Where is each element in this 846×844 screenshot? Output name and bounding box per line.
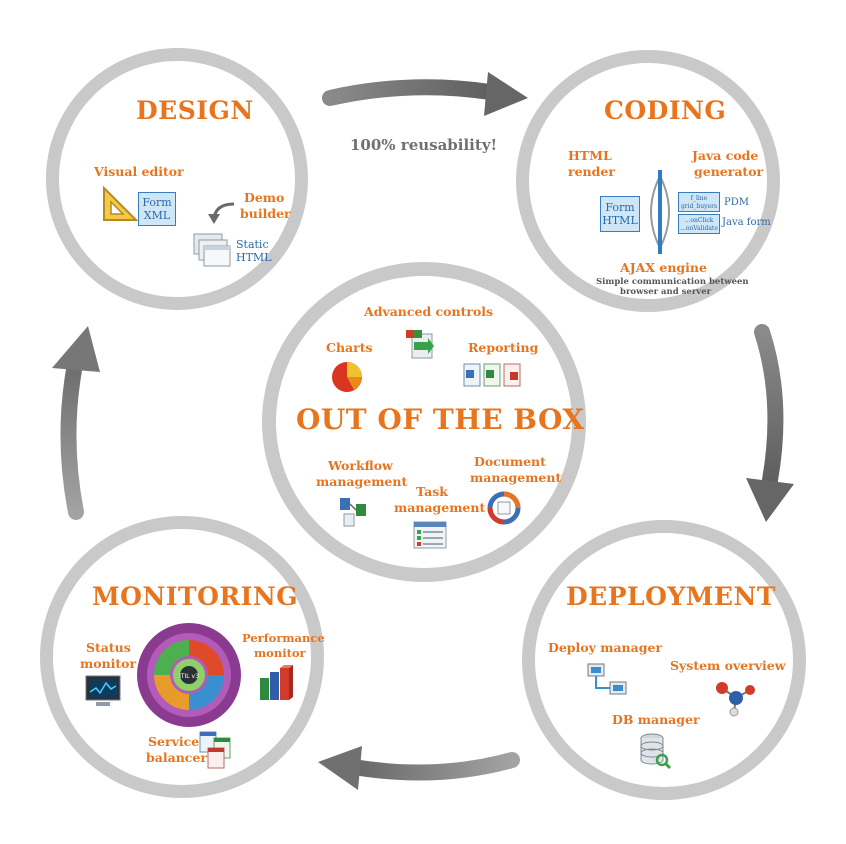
form-xml-line2: XML bbox=[143, 209, 171, 222]
monitoring-title: MONITORING bbox=[92, 582, 299, 611]
windows-stack-icon bbox=[193, 233, 231, 267]
html-render-line2: render bbox=[568, 164, 615, 179]
document-management-icon bbox=[487, 491, 521, 525]
visual-editor-label: Visual editor bbox=[94, 164, 184, 179]
ajax-desc-line1: Simple communication between bbox=[596, 277, 749, 287]
pie-chart-icon bbox=[332, 362, 362, 392]
balancer-windows-icon bbox=[199, 731, 231, 769]
pdm-label: PDM bbox=[724, 197, 749, 208]
performance-monitor-line1: Performance bbox=[242, 631, 325, 645]
static-html-line2: HTML bbox=[236, 251, 272, 264]
code-box-bottom: ...onClick ...onValidate bbox=[678, 214, 720, 234]
db-manager-label: DB manager bbox=[612, 712, 700, 727]
divider-bar bbox=[658, 170, 662, 254]
form-html-line2: HTML bbox=[602, 214, 638, 227]
form-html-line1: Form bbox=[605, 201, 635, 214]
form-xml-line1: Form bbox=[142, 196, 172, 209]
form-xml-box: Form XML bbox=[138, 192, 176, 226]
code-line1: f_line bbox=[690, 195, 708, 202]
task-list-icon bbox=[413, 521, 447, 549]
performance-monitor-line2: monitor bbox=[254, 646, 306, 660]
demo-builder-line2: builder bbox=[240, 206, 291, 221]
form-html-box: Form HTML bbox=[600, 196, 640, 232]
database-icon bbox=[640, 733, 672, 770]
arrow-design-to-coding bbox=[322, 72, 528, 116]
triangle-ruler-icon bbox=[103, 185, 139, 221]
static-html-line1: Static bbox=[236, 238, 269, 251]
design-title: DESIGN bbox=[136, 96, 254, 125]
code-line4: ...onValidate bbox=[680, 225, 718, 232]
status-monitor-line2: monitor bbox=[80, 656, 137, 671]
task-line2: management bbox=[394, 500, 486, 515]
deployment-title: DEPLOYMENT bbox=[566, 582, 776, 611]
workflow-line2: management bbox=[316, 474, 408, 489]
deploy-manager-label: Deploy manager bbox=[548, 640, 663, 655]
charts-label: Charts bbox=[326, 340, 373, 355]
reporting-label: Reporting bbox=[468, 340, 539, 355]
curved-arrow-icon bbox=[208, 202, 235, 224]
advanced-controls-label: Advanced controls bbox=[364, 304, 494, 319]
workflow-line1: Workflow bbox=[328, 458, 393, 473]
service-balancer-line1: Service bbox=[148, 734, 200, 749]
sync-arrows-icon bbox=[650, 175, 670, 249]
html-render-line1: HTML bbox=[568, 148, 612, 163]
ajax-desc-line2: browser and server bbox=[620, 287, 712, 297]
task-line1: Task bbox=[416, 484, 448, 499]
status-monitor-icon bbox=[85, 675, 121, 706]
java-generator-line2: generator bbox=[694, 164, 764, 179]
document-line2: management bbox=[470, 470, 562, 485]
java-form-label: Java form bbox=[722, 217, 771, 228]
arrow-monitoring-to-design bbox=[52, 326, 100, 520]
coding-title: CODING bbox=[604, 96, 727, 125]
java-generator-line1: Java code bbox=[692, 148, 759, 163]
out-of-box-title: OUT OF THE BOX bbox=[296, 403, 585, 436]
network-computers-icon bbox=[587, 663, 627, 695]
itil-cycle-icon: ITIL v3 bbox=[137, 623, 241, 727]
arrow-coding-to-deployment bbox=[746, 324, 794, 522]
reusability-label: 100% reusability! bbox=[350, 136, 498, 154]
ajax-engine-label: AJAX engine bbox=[620, 260, 707, 275]
code-line2: grid_buyers bbox=[680, 203, 718, 210]
controls-icon bbox=[406, 330, 434, 359]
bar-chart-3d-icon bbox=[260, 665, 293, 700]
status-monitor-line1: Status bbox=[86, 640, 131, 655]
workflow-icon bbox=[340, 498, 366, 527]
code-box-top: f_line grid_buyers bbox=[678, 192, 720, 212]
arrow-deployment-to-monitoring bbox=[318, 746, 520, 790]
document-line1: Document bbox=[474, 454, 546, 469]
itil-label: ITIL v3 bbox=[179, 673, 199, 680]
service-balancer-line2: balancer bbox=[146, 750, 207, 765]
system-overview-label: System overview bbox=[670, 658, 786, 673]
demo-builder-line1: Demo bbox=[244, 190, 285, 205]
molecule-icon bbox=[716, 682, 755, 717]
report-documents-icon bbox=[463, 363, 521, 387]
code-line3: ...onClick bbox=[684, 217, 714, 224]
